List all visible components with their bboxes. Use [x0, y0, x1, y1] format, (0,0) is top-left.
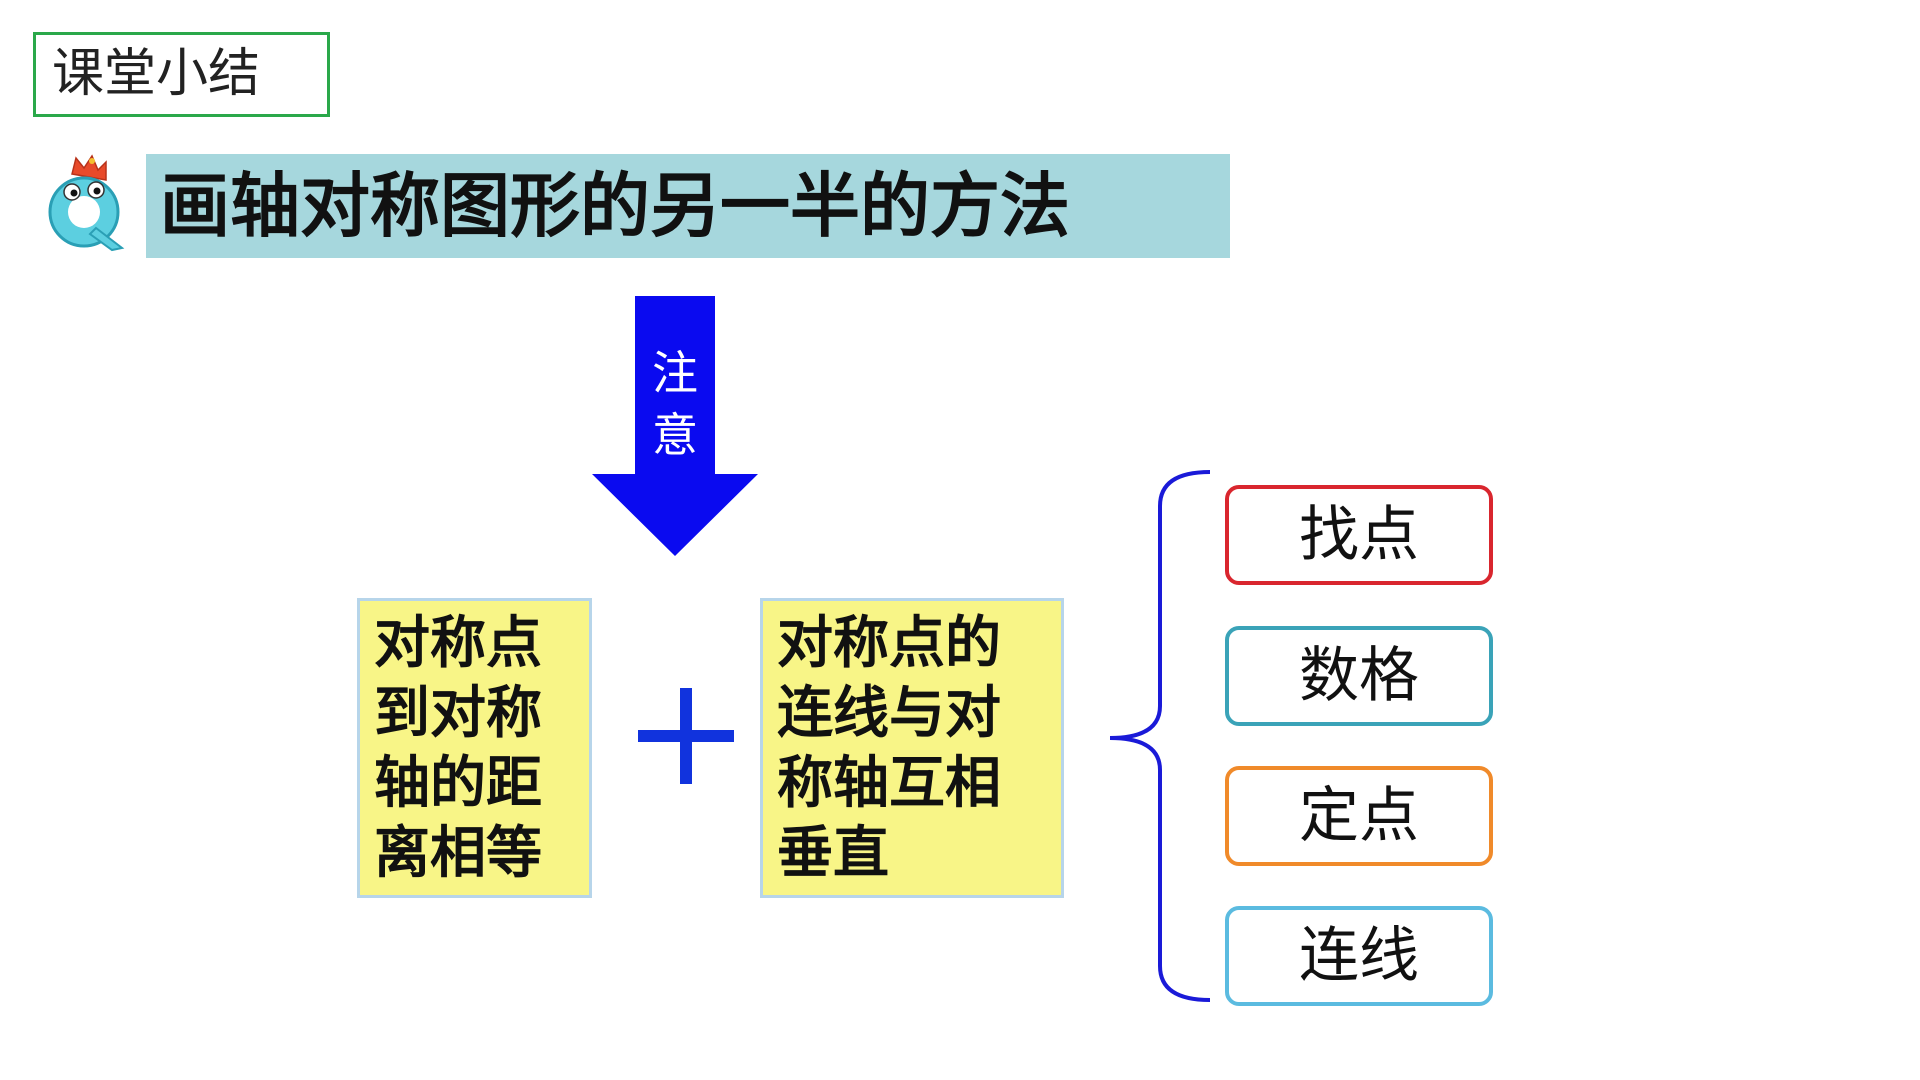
- condition-line: 垂直: [777, 821, 889, 886]
- step-find-points: 找点: [1225, 485, 1493, 585]
- arrow-label-line: 注: [652, 346, 698, 400]
- arrow-label: 注 意: [640, 342, 710, 466]
- step-count-squares: 数格: [1225, 626, 1493, 726]
- step-fix-points: 定点: [1225, 766, 1493, 866]
- condition-line: 轴的距: [374, 751, 542, 816]
- condition-box-distance: 对称点 到对称 轴的距 离相等: [357, 598, 592, 898]
- condition-line: 对称点: [374, 611, 542, 676]
- condition-line: 对称点的: [777, 611, 1001, 676]
- section-label: 课堂小结: [33, 32, 330, 117]
- condition-line: 称轴互相: [777, 751, 1001, 816]
- condition-line: 离相等: [374, 821, 542, 886]
- condition-line: 到对称: [374, 681, 542, 746]
- condition-box-perpendicular: 对称点的 连线与对 称轴互相 垂直: [760, 598, 1064, 898]
- q-mascot-icon: [48, 154, 125, 252]
- condition-line: 连线与对: [777, 681, 1001, 746]
- arrow-label-line: 意: [652, 408, 698, 462]
- curly-brace: [1109, 470, 1210, 1002]
- title-bar: 画轴对称图形的另一半的方法: [146, 154, 1230, 258]
- step-connect-lines: 连线: [1225, 906, 1493, 1006]
- plus-icon: [638, 688, 734, 784]
- down-arrow-shape: [592, 296, 758, 556]
